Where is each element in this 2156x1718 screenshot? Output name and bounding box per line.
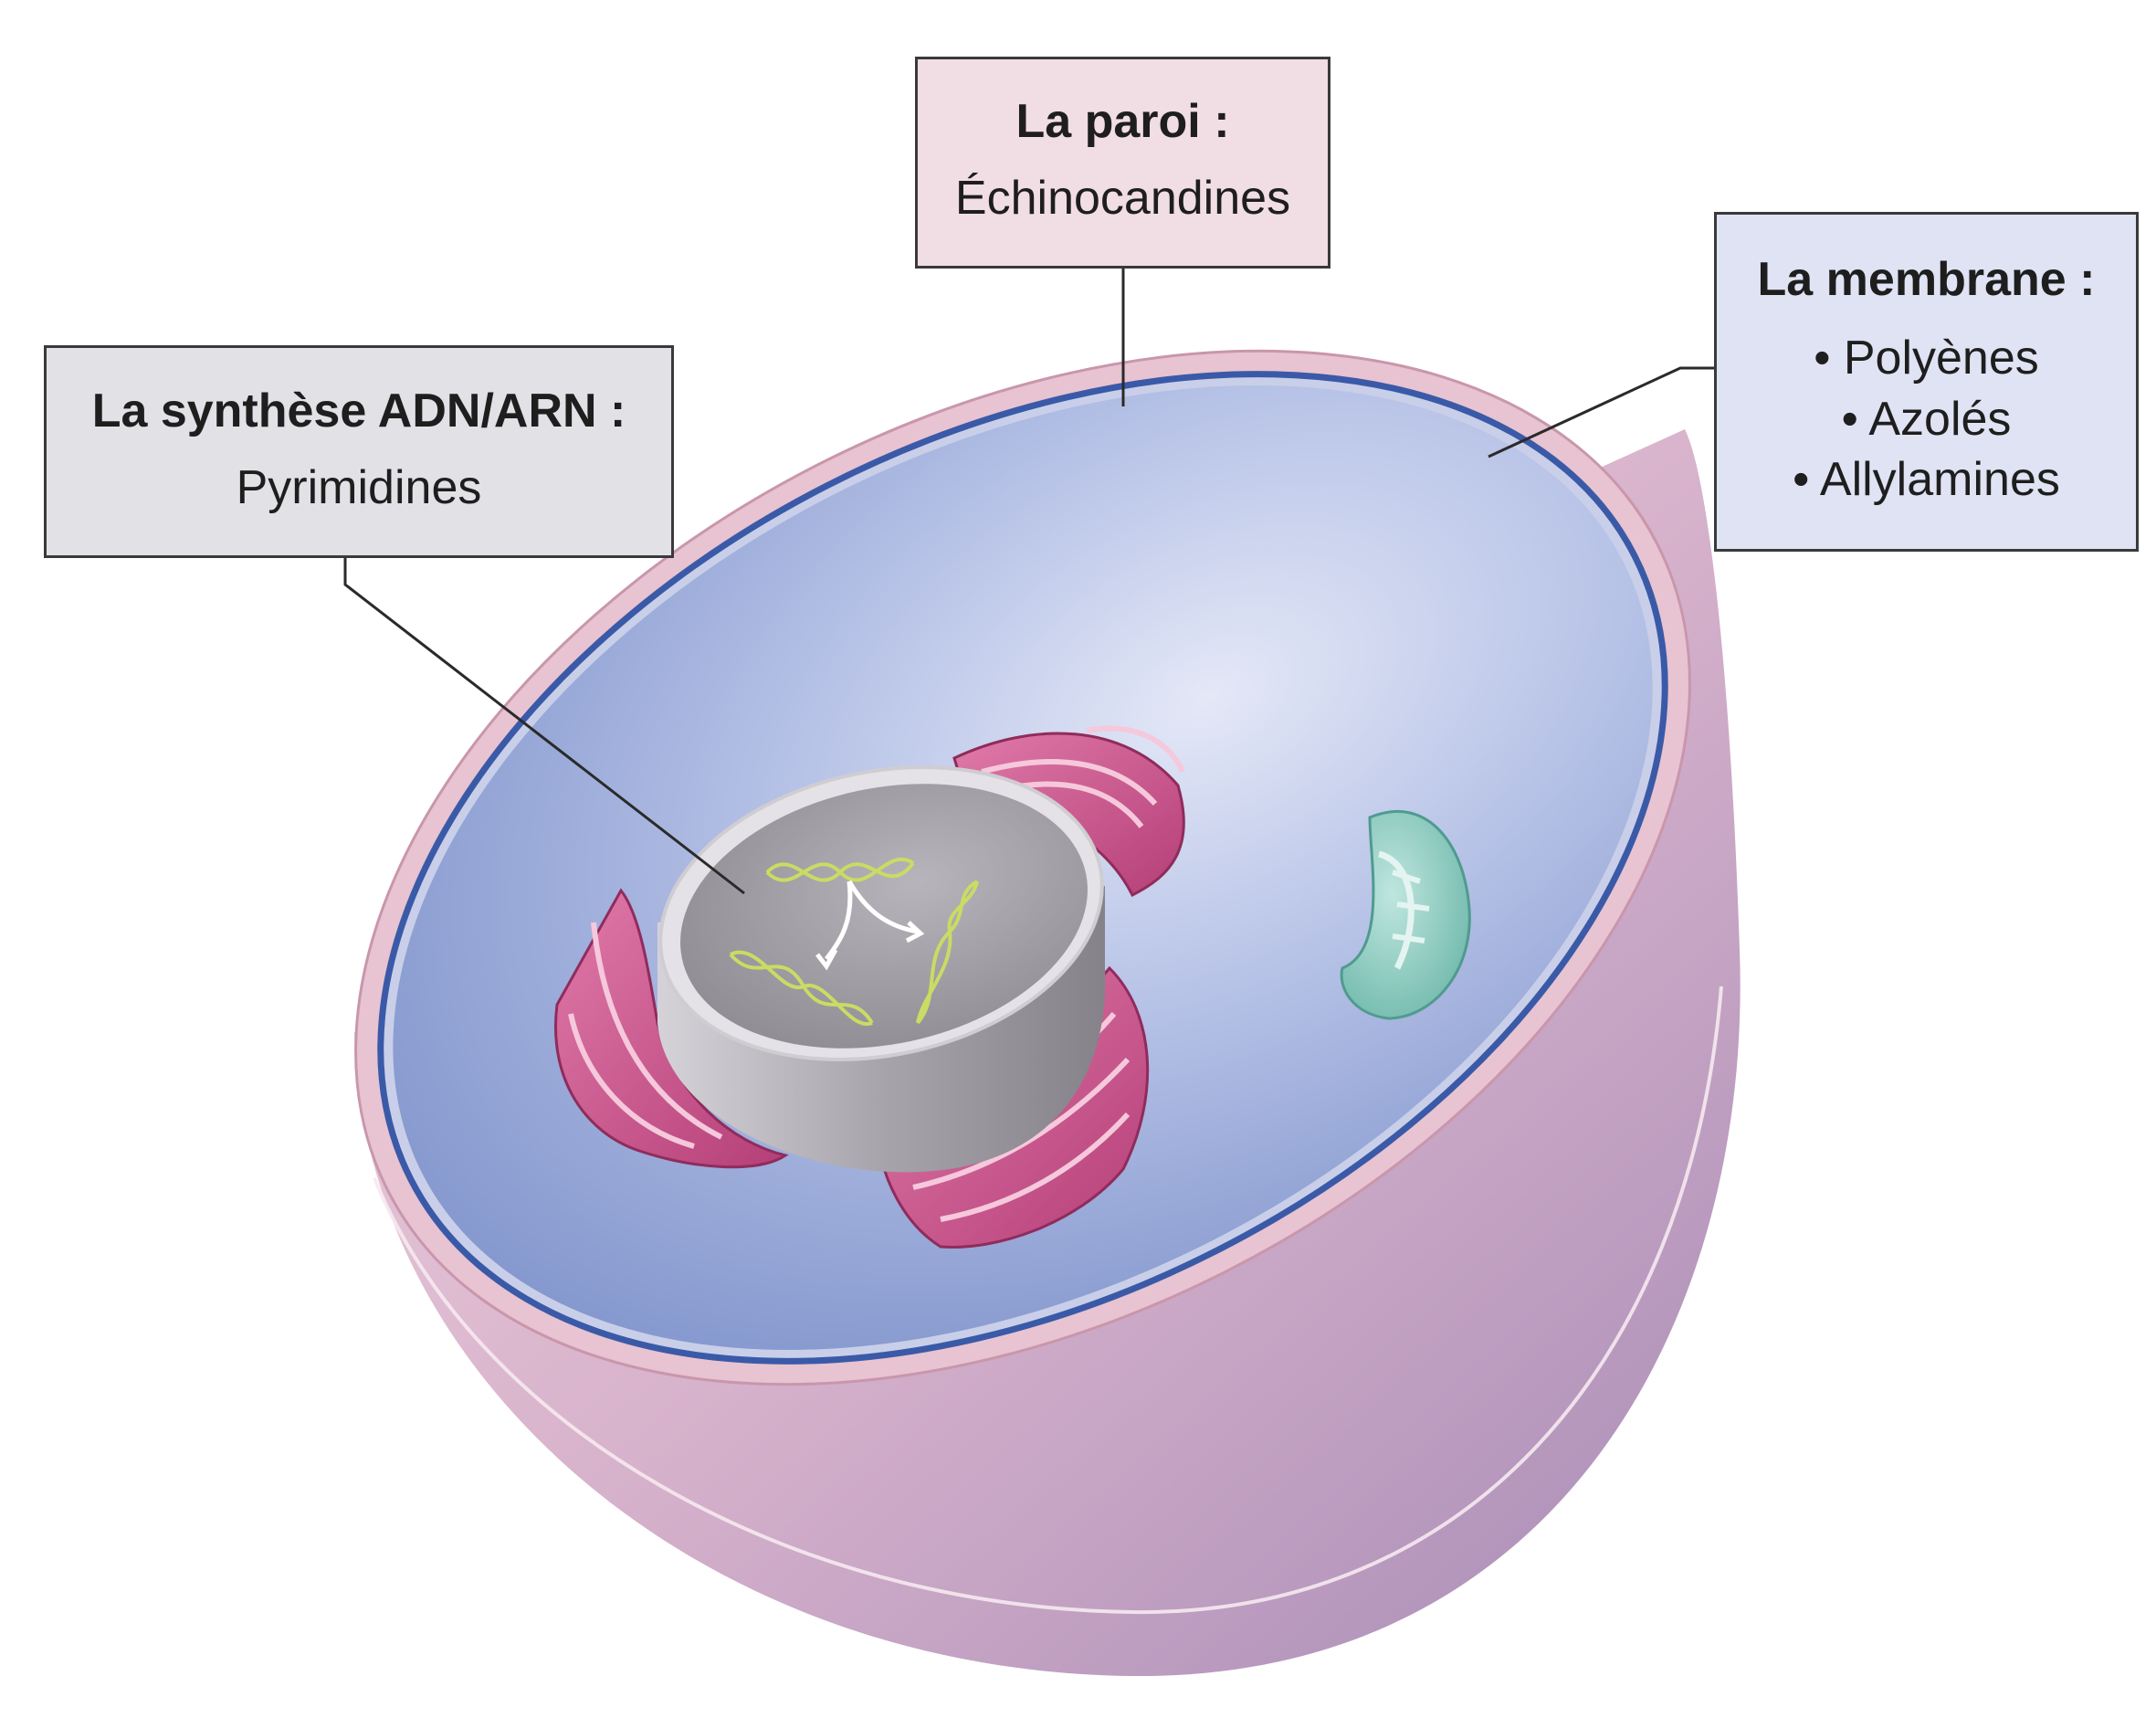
- label-item-azoles: • Azolés: [1841, 392, 2012, 446]
- label-box-membrane: La membrane : • Polyènes • Azolés • Ally…: [1714, 212, 2139, 552]
- label-box-paroi: La paroi : Échinocandines: [915, 57, 1330, 269]
- label-item-polyenes: • Polyènes: [1814, 332, 2039, 385]
- label-title-membrane: La membrane :: [1757, 253, 2096, 307]
- mitochondrion: [1340, 810, 1471, 1020]
- label-item-allylamines: • Allylamines: [1793, 453, 2060, 507]
- label-item-echinocandines: Échinocandines: [954, 172, 1291, 226]
- label-title-paroi: La paroi :: [1015, 95, 1230, 149]
- label-item-pyrimidines: Pyrimidines: [236, 460, 482, 514]
- label-title-synthese: La synthèse ADN/ARN :: [91, 384, 626, 437]
- leader-line-synthese: [343, 558, 745, 895]
- leader-line-membrane: [1488, 366, 1714, 458]
- dna-strands: [729, 857, 979, 1027]
- replication-arrows: [815, 880, 925, 971]
- label-box-synthese: La synthèse ADN/ARN : Pyrimidines: [44, 345, 674, 558]
- golgi-apparatus-left: [554, 888, 789, 1169]
